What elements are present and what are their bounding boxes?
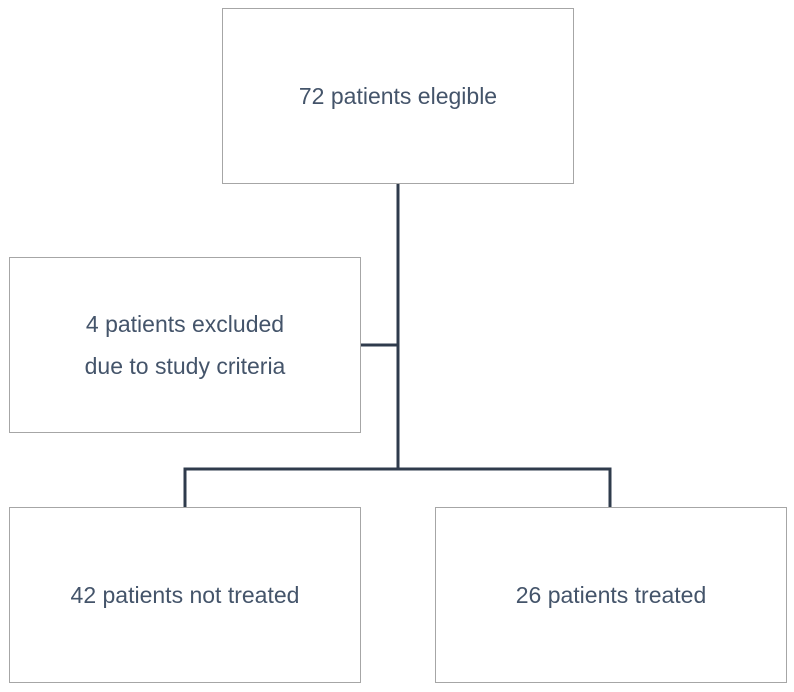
excluded-patients-box: 4 patients excluded due to study criteri… <box>9 257 361 433</box>
eligible-patients-box: 72 patients elegible <box>222 8 574 184</box>
excluded-patients-label-line1: 4 patients excluded <box>85 311 285 337</box>
treated-patients-box: 26 patients treated <box>435 507 787 683</box>
not-treated-patients-box: 42 patients not treated <box>9 507 361 683</box>
excluded-patients-label-line2: due to study criteria <box>84 353 286 379</box>
eligible-patients-label: 72 patients elegible <box>298 83 498 109</box>
not-treated-patients-label: 42 patients not treated <box>70 582 300 608</box>
treated-patients-label: 26 patients treated <box>515 582 707 608</box>
